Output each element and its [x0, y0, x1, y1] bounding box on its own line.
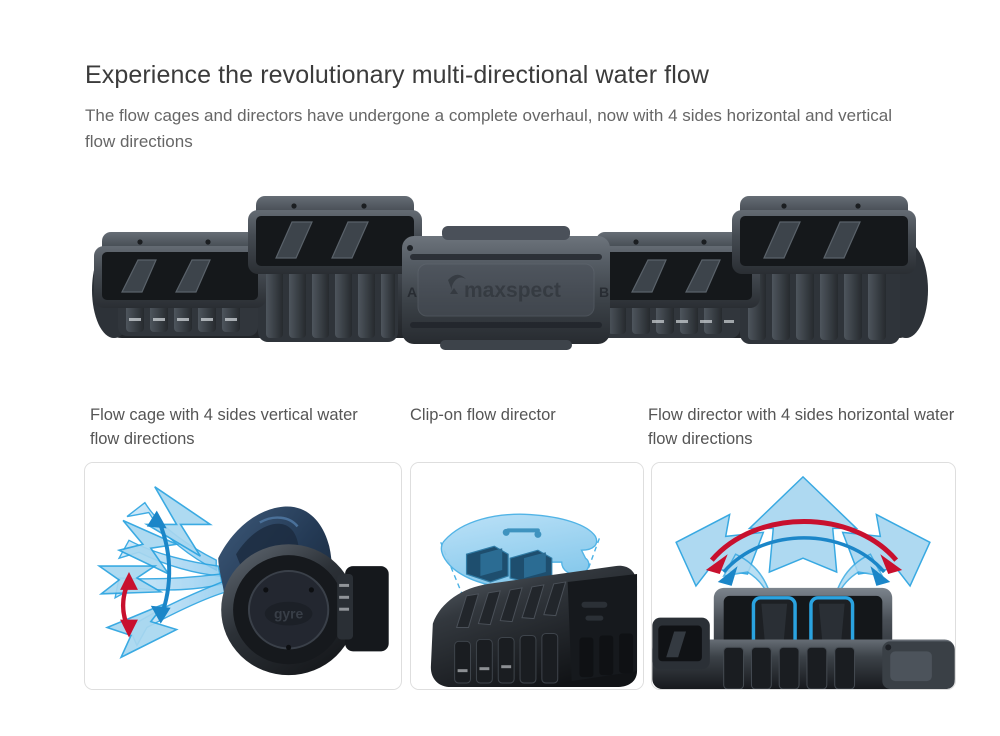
caption-flow-cage-vertical: Flow cage with 4 sides vertical water fl…: [90, 406, 358, 448]
director-nozzles: [465, 545, 553, 585]
right-side-panel: [882, 641, 955, 689]
lower-grille: [723, 646, 856, 689]
flow-director-box-3: [588, 232, 760, 308]
clip-on-director-illustration: [411, 463, 643, 689]
grille-upper: [455, 581, 567, 629]
flow-director-box-1: [94, 232, 266, 308]
blue-sweep-arrow: [722, 536, 886, 574]
caption-flow-director-horizontal: Flow director with 4 sides horizontal wa…: [648, 406, 955, 448]
flow-director-box-4: [732, 196, 916, 274]
brand-logo-text: maxspect: [464, 279, 561, 302]
grille-left-upper: [258, 256, 398, 342]
left-vent-block: [652, 617, 710, 670]
pump-motor-hub: gyre: [221, 544, 356, 676]
channel-label-a: A: [407, 284, 417, 300]
card-clip-on-director: [410, 462, 644, 690]
caption-row: Flow cage with 4 sides vertical water fl…: [85, 404, 954, 454]
red-sweep-arrowheads: [705, 554, 903, 575]
grille-right-upper: [740, 256, 900, 344]
center-motor-block: maxspect A B: [402, 226, 610, 350]
red-sweep-arrow: [709, 519, 899, 562]
header: Experience the revolutionary multi-direc…: [85, 60, 945, 154]
flow-director-box-2: [248, 196, 422, 274]
clip-on-director-part: [440, 513, 598, 589]
card-flow-cage-vertical: gyre: [84, 462, 402, 690]
grille-lower: [454, 632, 559, 684]
blue-sweep-arrowheads: [717, 566, 891, 586]
page-title: Experience the revolutionary multi-direc…: [85, 61, 710, 89]
flow-director-horizontal-illustration: [652, 463, 955, 689]
flow-cage-vertical-illustration: gyre: [85, 463, 401, 689]
channel-label-b: B: [599, 284, 609, 300]
card-flow-director-horizontal: [651, 462, 956, 690]
gyre-hub-logo-text: gyre: [274, 606, 304, 622]
caption-clip-on-director: Clip-on flow director: [410, 406, 556, 424]
vertical-pivot-arrowheads: [146, 510, 171, 624]
page-subtitle: The flow cages and directors have underg…: [85, 106, 893, 151]
brand-logo-icon: [448, 274, 466, 294]
card-row: gyre: [84, 462, 956, 690]
grille-right-face: [579, 633, 634, 678]
pump-body-angled: [430, 565, 638, 688]
mount-block: [337, 566, 389, 652]
red-adjust-arrowheads: [120, 572, 138, 638]
hero-product-image: maxspect A B: [80, 180, 940, 380]
lower-pump-body: [652, 617, 955, 689]
gyre-hub-logo: gyre: [264, 601, 313, 626]
